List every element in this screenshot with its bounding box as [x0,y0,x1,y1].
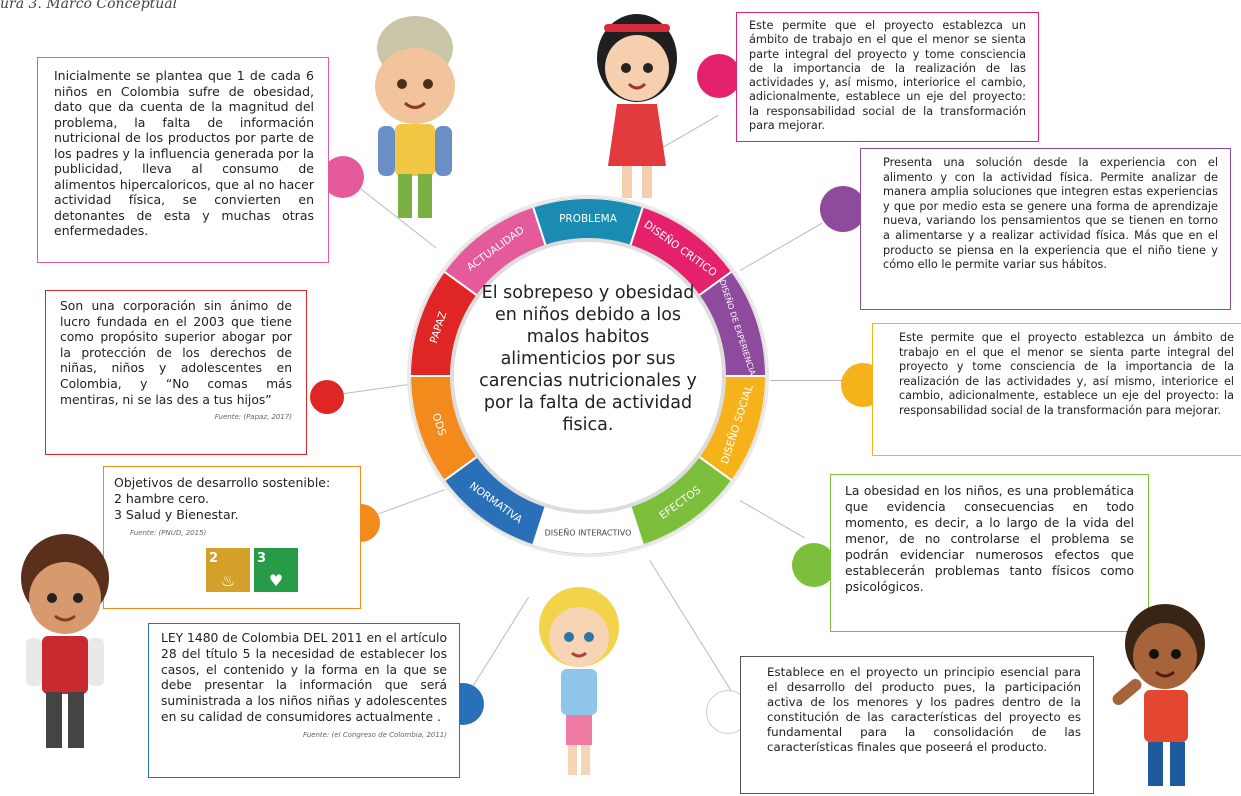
ods-line-1: 2 hambre cero. [114,491,209,506]
figure-caption: ura 3. Marco Conceptual [0,0,178,12]
box-social: Este permite que el proyecto establezca … [872,323,1241,456]
kid-illustration-bottom-right [1112,604,1205,786]
problema-text: Inicialmente se plantea que 1 de cada 6 … [54,68,314,238]
sdg-3-salud: 3 ♥ [254,548,298,592]
connector-social [770,380,850,381]
kid-illustration-bottom-left [21,534,109,748]
ring-outer-border [407,195,769,557]
heartbeat-icon: ♥ [268,571,284,590]
box-problema: Inicialmente se plantea que 1 de cada 6 … [37,57,329,263]
experiencia-text: Presenta una solución desde la experienc… [883,156,1218,272]
box-efectos: La obesidad en los niños, es una problem… [830,474,1149,632]
bowl-icon: ♨ [220,571,236,590]
sdg-2-hambre-cero: 2 ♨ [206,548,250,592]
critico-text: Este permite que el proyecto establezca … [749,19,1026,133]
box-normativa: LEY 1480 de Colombia DEL 2011 en el artí… [148,623,460,778]
ods-line-2: 3 Salud y Bienestar. [114,507,239,522]
center-statement: El sobrepeso y obesidad en niños debido … [479,283,697,435]
box-papaz: Son una corporación sin ánimo de lucro f… [45,290,307,455]
ring-outline [409,197,767,555]
dot-efectos [792,543,836,587]
dot-experiencia [820,186,866,232]
sdg-2-number: 2 [209,551,219,566]
box-experiencia: Presenta una solución desde la experienc… [860,148,1231,310]
ring-inner-circle [450,238,726,514]
ods-source: Fuente: (PNUD, 2015) [130,529,207,537]
papaz-text: Son una corporación sin ánimo de lucro f… [60,299,292,407]
box-critico: Este permite que el proyecto establezca … [736,12,1039,142]
social-text: Este permite que el proyecto establezca … [899,331,1234,417]
dot-papaz [310,380,344,414]
dot-problema [322,156,364,198]
normativa-text: LEY 1480 de Colombia DEL 2011 en el artí… [161,631,447,724]
kid-illustration-top-center [597,14,677,198]
sdg-3-number: 3 [257,551,267,566]
kid-illustration-bottom-center [539,587,619,775]
ods-title: Objetivos de desarrollo sostenible: [114,475,331,490]
kid-illustration-top-left [375,16,455,218]
ring-label-problema: PROBLEMA [559,213,618,225]
interactivo-text: Establece en el proyecto un principio es… [767,665,1081,754]
efectos-text: La obesidad en los niños, es una problem… [845,484,1134,594]
normativa-source: Fuente: (el Congreso de Colombia, 2011) [302,730,447,739]
ring-label-diseño-interactivo: DISEÑO INTERACTIVO [545,528,632,538]
dot-critico [697,54,741,98]
box-interactivo: Establece en el proyecto un principio es… [740,656,1094,794]
papaz-source: Fuente: (Papaz, 2017) [214,413,292,422]
